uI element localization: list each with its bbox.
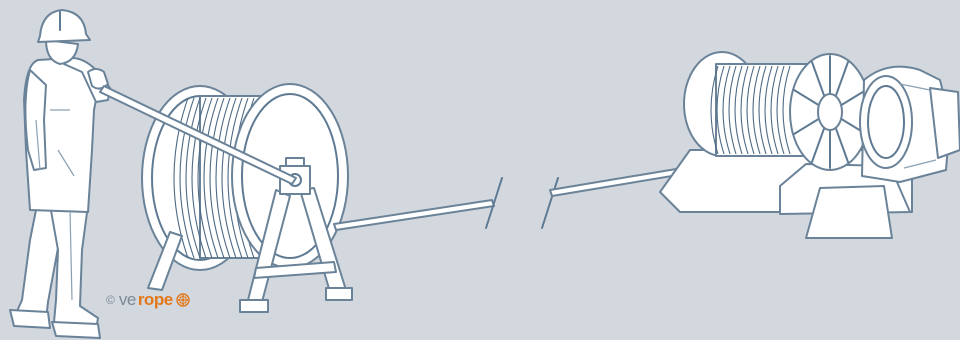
cable-drum-stand — [100, 84, 352, 312]
winch-machine — [660, 52, 960, 238]
rope-cross-section-icon — [176, 293, 190, 307]
brand-suffix: rope — [138, 290, 173, 310]
verope-logo: © ve rope — [106, 290, 190, 310]
worker-figure — [10, 10, 110, 338]
copyright-symbol: © — [106, 293, 115, 307]
brand-prefix: ve — [119, 290, 136, 310]
